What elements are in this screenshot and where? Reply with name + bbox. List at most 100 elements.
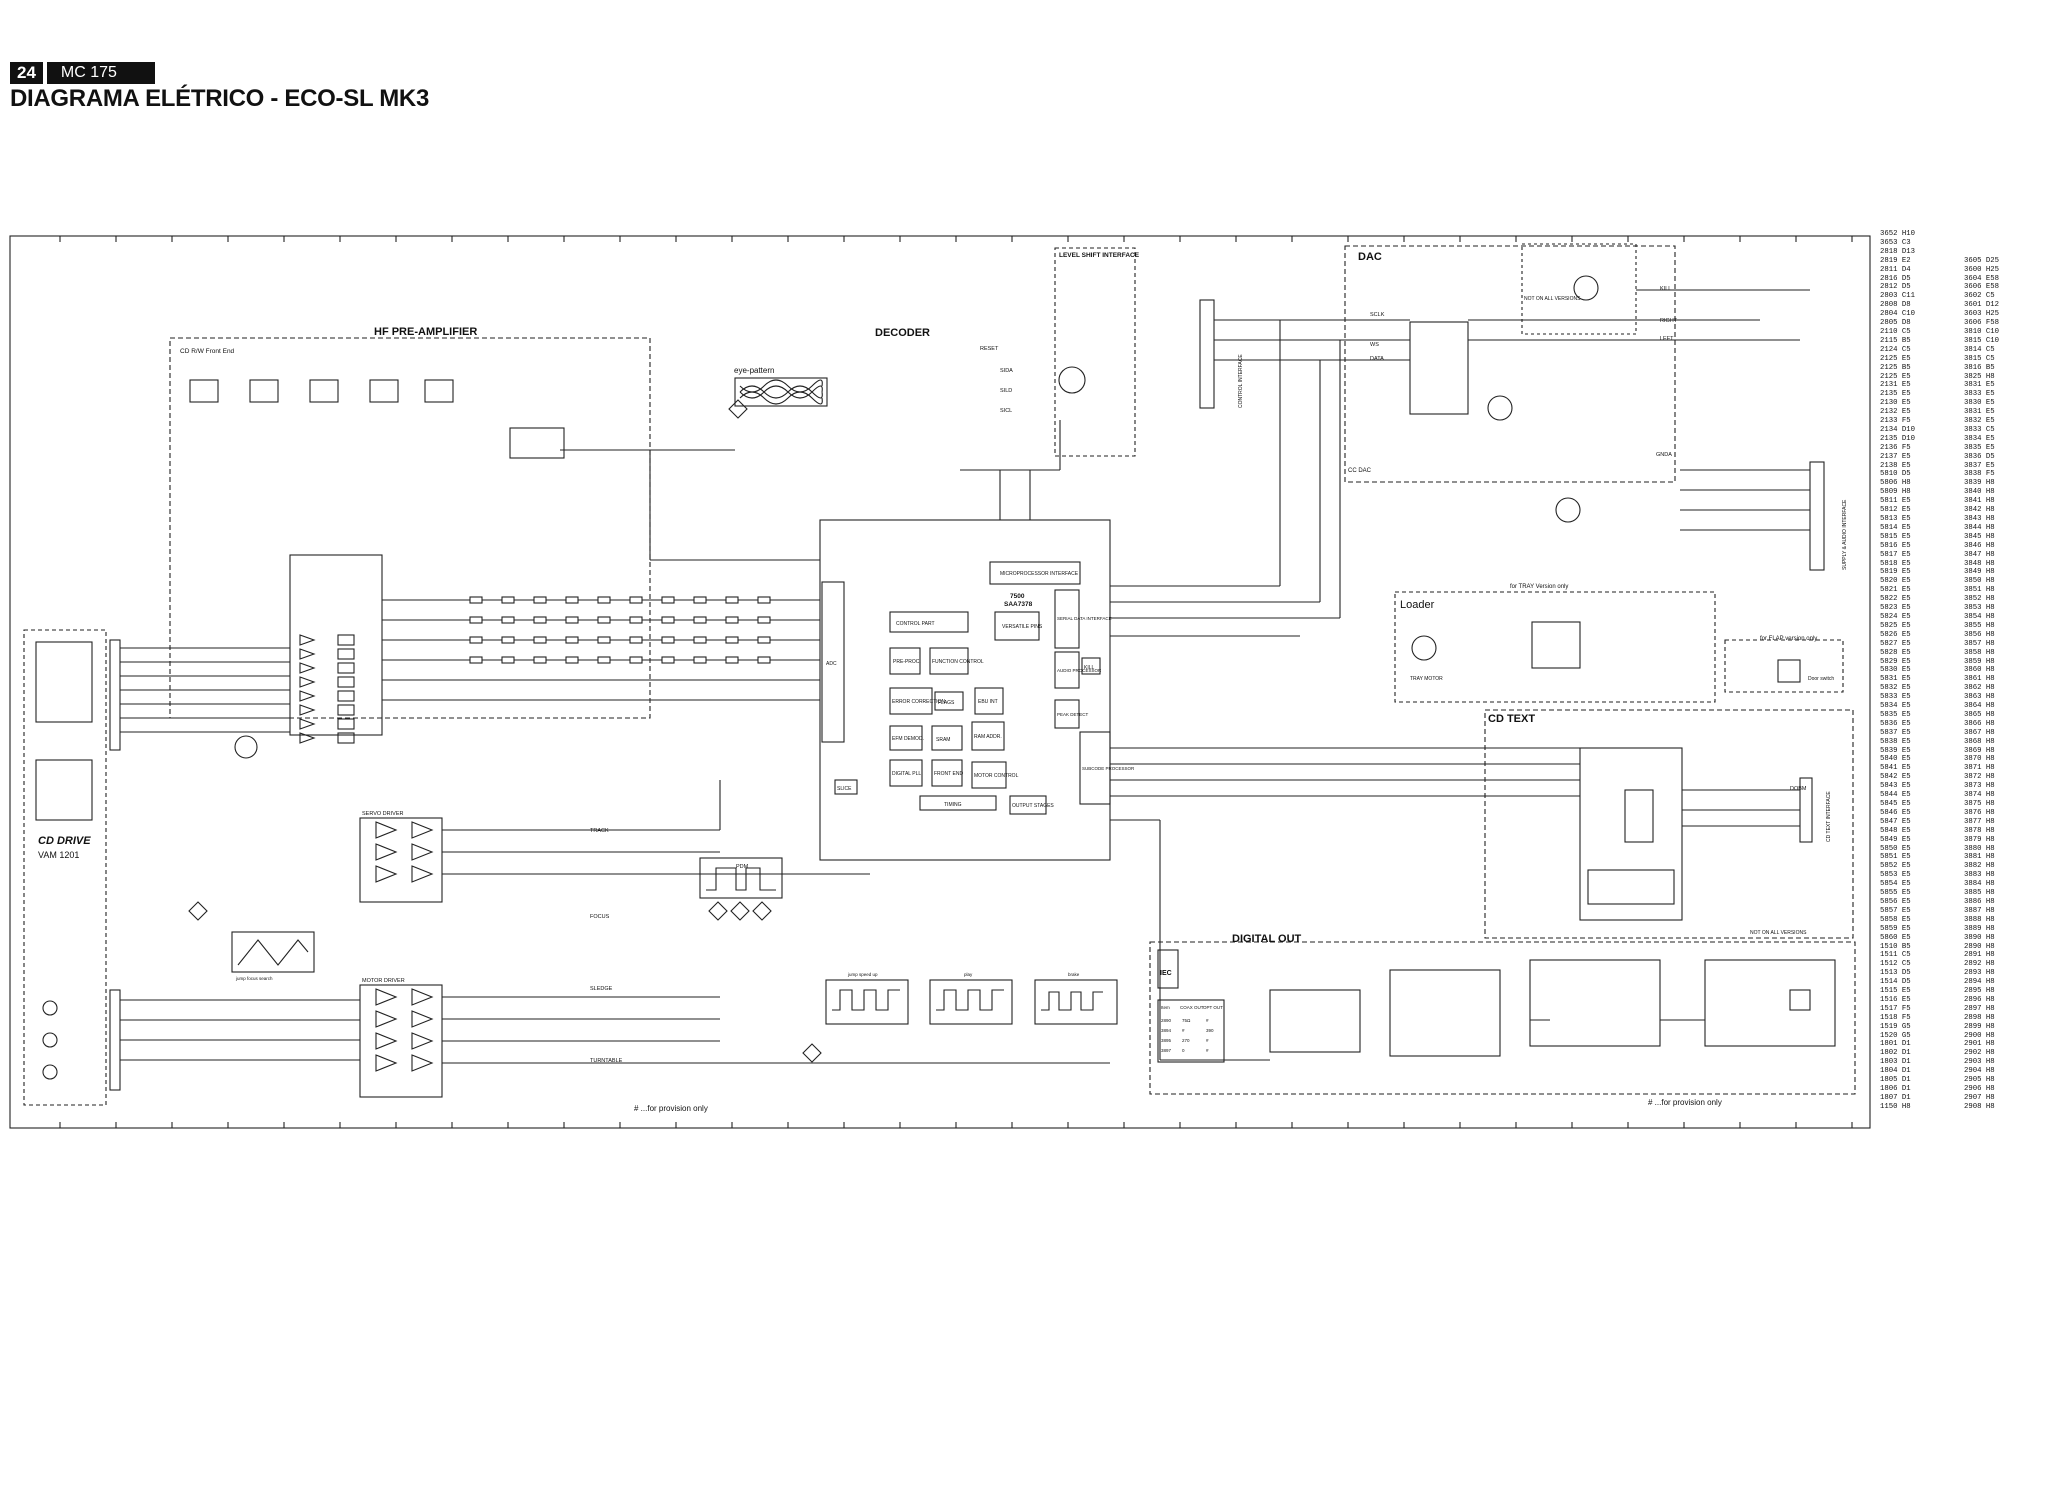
- dec-front-end: [931, 759, 963, 787]
- parts-cell: 1515 E5: [1880, 987, 1911, 996]
- dec-ebu-text: EBU INT: [978, 699, 998, 705]
- parts-cell: 3602 C5: [1964, 292, 1995, 301]
- parts-cell: 3814 C5: [1964, 345, 1995, 354]
- parts-cell: 5825 E5: [1880, 621, 1911, 630]
- cd-text-cpu: [1624, 789, 1654, 843]
- parts-cell: 2811 D4: [1880, 265, 1911, 274]
- cd-text-ic: [1579, 747, 1683, 921]
- eye-pattern-trace-2: [739, 379, 823, 405]
- driver-amplifier: [411, 1054, 434, 1072]
- brake-trace: [1041, 991, 1103, 1011]
- parts-cell: 3865 H8: [1964, 710, 1995, 719]
- play-trace: [936, 989, 1004, 1011]
- resistor-symbol: [661, 596, 675, 604]
- dec-flags: [934, 691, 964, 711]
- parts-cell: 2897 H8: [1964, 1004, 1995, 1013]
- resistor-symbol: [725, 656, 739, 664]
- parts-cell: 5832 E5: [1880, 684, 1911, 693]
- resistor-symbol: [725, 616, 739, 624]
- resistor-symbol: [597, 596, 611, 604]
- resistor-symbol: [725, 596, 739, 604]
- parts-cell: 3872 H8: [1964, 773, 1995, 782]
- level-shift-transistor: [1058, 366, 1086, 394]
- tray-motor-label: TRAY MOTOR: [1410, 676, 1443, 682]
- parts-cell: 3815 C5: [1964, 354, 1995, 363]
- resistor-symbol: [629, 656, 643, 664]
- parts-cell: 3868 H8: [1964, 737, 1995, 746]
- amplifier-block: [337, 648, 355, 660]
- dac-transistor-2: [1487, 395, 1513, 421]
- connector-1103: [109, 989, 121, 1091]
- supply-audio-label: SUPPLY & AUDIO INTERFACE: [1842, 499, 1848, 570]
- signal-ws: WS: [1370, 342, 1379, 348]
- parts-cell: 3876 H8: [1964, 808, 1995, 817]
- parts-cell: 2124 C5: [1880, 345, 1911, 354]
- dec-efm-text: EFM DEMOD.: [892, 736, 924, 742]
- parts-cell: 3855 H8: [1964, 621, 1995, 630]
- dec-pre-proc: [889, 647, 921, 675]
- parts-cell: 5849 E5: [1880, 835, 1911, 844]
- door-switch-symbol: [1777, 659, 1801, 683]
- parts-cell: 3875 H8: [1964, 800, 1995, 808]
- dec-motor-text: MOTOR CONTROL: [974, 773, 1019, 779]
- decoder-ic-7500: [819, 519, 1111, 861]
- parts-cell: 3836 D5: [1964, 452, 1995, 461]
- tray-motor-symbol: [1411, 635, 1437, 661]
- tray-version-note: for TRAY Version only: [1510, 584, 1568, 590]
- motor-driver-ic: [359, 984, 443, 1098]
- amplifier-symbol: [299, 718, 316, 730]
- amplifier-symbol: [299, 676, 316, 688]
- parts-cell: 3844 H8: [1964, 523, 1995, 532]
- parts-cell: 3864 H8: [1964, 702, 1995, 711]
- parts-cell: 3890 H8: [1964, 933, 1995, 942]
- servo-driver-label: SERVO DRIVER: [362, 811, 403, 817]
- loader-ic: [1531, 621, 1581, 669]
- parts-cell: 3851 H8: [1964, 586, 1995, 595]
- resistor-symbol: [597, 636, 611, 644]
- parts-cell: 2908 H8: [1964, 1102, 1995, 1111]
- cd-text-interface-label: CD TEXT INTERFACE: [1826, 791, 1832, 842]
- dec-sram-text: SRAM: [936, 737, 950, 743]
- cc-dac-label: CC DAC: [1348, 468, 1372, 474]
- resistor-symbol: [469, 616, 483, 624]
- amplifier-block: [337, 634, 355, 646]
- waveform-focus-search: [231, 931, 315, 973]
- waveform-speedup-label: jump speed up: [847, 972, 878, 977]
- parts-cell: 2898 H8: [1964, 1013, 1995, 1022]
- resistor-symbol: [533, 616, 547, 624]
- parts-cell: 5818 E5: [1880, 559, 1911, 568]
- signal-sida: SIDA: [1000, 368, 1013, 374]
- block-label-level-shift: LEVEL SHIFT INTERFACE: [1059, 252, 1140, 259]
- parts-cell: 2812 D5: [1880, 283, 1911, 292]
- dout-cell: 2890: [1161, 1018, 1172, 1023]
- parts-cell: 2805 D8: [1880, 319, 1911, 328]
- parts-cell: 5846 E5: [1880, 808, 1911, 817]
- parts-cell: 5814 E5: [1880, 523, 1911, 532]
- diagram-frame: [9, 235, 1871, 1129]
- dout-header-item: Item: [1161, 1005, 1170, 1010]
- parts-cell: 3888 H8: [1964, 915, 1995, 924]
- resistor-symbol: [597, 656, 611, 664]
- parts-cell: 2892 H8: [1964, 960, 1995, 969]
- waveform-play-label: play: [964, 972, 973, 977]
